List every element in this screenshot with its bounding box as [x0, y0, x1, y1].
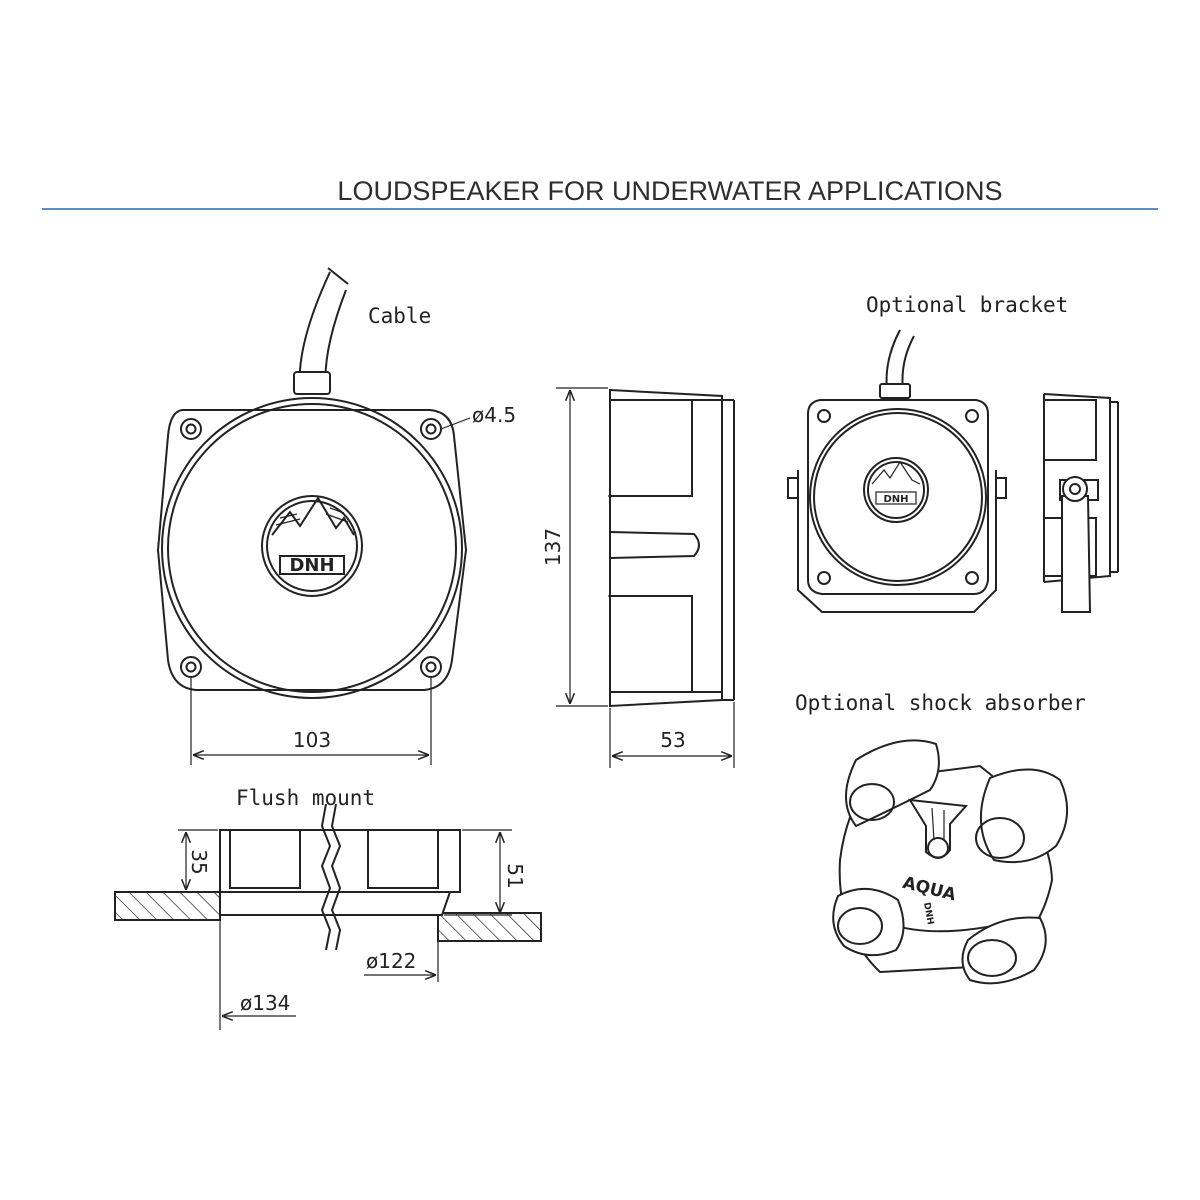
hole-diameter-label: ø4.5: [472, 403, 516, 427]
depth-dimension-label: 53: [660, 728, 685, 752]
front-logo-text: DNH: [289, 555, 334, 576]
side-cable-entry: [609, 531, 700, 559]
header: LOUDSPEAKER FOR UNDERWATER APPLICATIONS: [42, 176, 1158, 210]
front-view: Cable ø4.5 DNH 103: [156, 267, 516, 765]
bracket-view: Optional bracket DNH: [787, 293, 1068, 613]
front-logo: DNH: [261, 495, 363, 597]
inner-diameter-label: ø122: [366, 949, 416, 973]
front-housing-face: [167, 403, 457, 693]
rubber-pads: [832, 739, 1069, 985]
width-dimension-label: 103: [293, 728, 331, 752]
shock-absorber-view: Optional shock absorber AQUA DNH: [795, 691, 1086, 985]
wall-right: [437, 912, 542, 942]
page-title: LOUDSPEAKER FOR UNDERWATER APPLICATIONS: [337, 176, 1002, 206]
front-housing-rim: [161, 397, 463, 699]
cable-gland: [293, 371, 331, 395]
outer-diameter-label: ø134: [240, 991, 290, 1015]
flush-depth-label: 35: [187, 849, 211, 874]
absorber-logo-text: DNH: [921, 902, 935, 926]
side-housing-outline: [609, 388, 723, 708]
flush-mount-label: Flush mount: [236, 786, 375, 810]
flush-mount-view: Flush mount 35 51 ø122 ø134: [114, 786, 542, 1030]
flush-height-label: 51: [503, 863, 527, 888]
bracket-frame: [797, 470, 997, 613]
wall-left: [114, 891, 221, 921]
cable-label: Cable: [368, 304, 431, 328]
flush-speaker-body: [219, 829, 461, 916]
shock-absorber-label: Optional shock absorber: [795, 691, 1086, 715]
bracket-logo-text: DNH: [883, 494, 908, 505]
bracket-housing: [807, 399, 989, 595]
height-dimension-label: 137: [541, 528, 565, 566]
bracket-logo: DNH: [863, 457, 929, 523]
bracket-side-view: [1043, 393, 1119, 613]
hole-leader: [440, 417, 471, 430]
front-housing-outline: [156, 409, 468, 691]
bracket-label: Optional bracket: [866, 293, 1068, 317]
bracket-arm: [1061, 495, 1092, 613]
break-line: [320, 803, 342, 951]
bracket-cable: [885, 329, 915, 391]
side-view: 137 53: [541, 387, 735, 768]
